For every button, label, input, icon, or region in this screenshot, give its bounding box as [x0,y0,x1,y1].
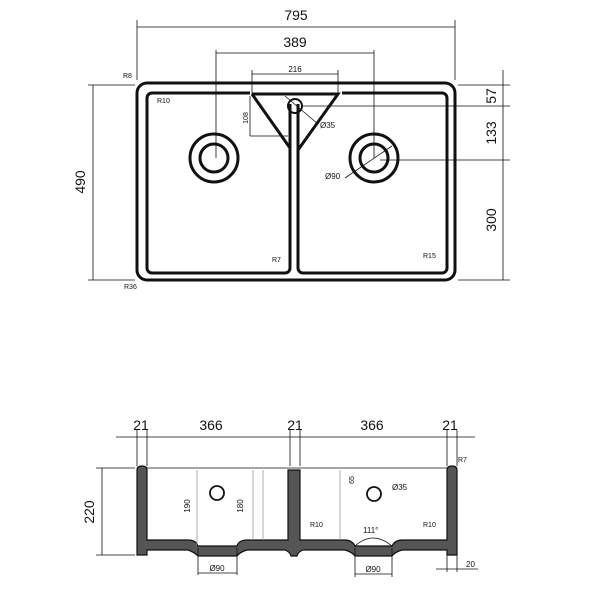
label-r36: R36 [124,284,137,291]
dim-108: 108 [243,112,250,124]
left-basin [145,91,292,275]
label-r15: R15 [423,253,436,260]
sink-outline [135,81,457,282]
label-front-r7: R7 [458,457,467,464]
cross-section [136,465,458,557]
dim-795: 795 [284,7,308,23]
dim-drain-right: Ø90 [365,565,381,574]
top-view: 795 389 216 108 490 57 133 300 Ø35 Ø90 R… [72,7,510,291]
label-angle: 111° [363,526,378,535]
dim-490: 490 [72,170,88,194]
dim-220: 220 [81,500,97,524]
dim-20: 20 [466,560,475,569]
label-r7: R7 [272,257,281,264]
label-front-r10-right: R10 [423,522,436,529]
dim-wall-left: 21 [133,417,149,433]
dim-wall-right: 21 [442,417,458,433]
dim-drain-left: Ø90 [209,564,225,573]
dim-190: 190 [183,499,192,513]
label-tap-dia: Ø35 [320,121,336,130]
label-front-r10-center: R10 [310,522,323,529]
front-tap-hole-right [366,486,382,502]
dim-65: 65 [349,476,356,484]
dim-basin-left: 366 [199,417,223,433]
dim-133: 133 [483,121,499,145]
label-r10: R10 [157,98,170,105]
left-drain-outer [188,132,240,184]
dim-389: 389 [283,34,307,50]
right-basin [296,91,449,275]
front-tap-hole-left [209,485,225,501]
label-drain-dia: Ø90 [325,172,341,181]
label-front-tap-dia: Ø35 [392,483,408,492]
dim-180: 180 [236,499,245,513]
dim-300: 300 [483,208,499,232]
dim-wall-center: 21 [287,417,303,433]
dim-216: 216 [288,65,302,74]
dim-basin-right: 366 [360,417,384,433]
front-view: 21 366 21 366 21 220 190 180 65 Ø35 R7 R… [81,417,478,577]
label-r8: R8 [123,73,132,80]
dim-57: 57 [483,88,499,104]
left-drain-inner [198,142,230,174]
divider-ridge [250,92,341,160]
